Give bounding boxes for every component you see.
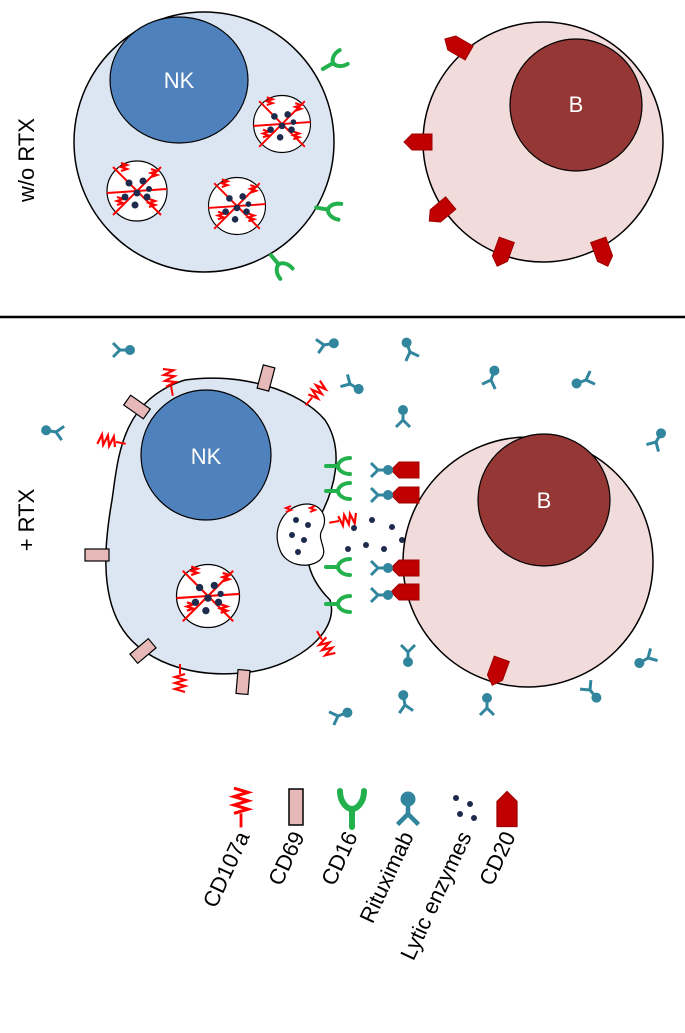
bottom-nk-label: NK xyxy=(191,444,222,469)
top-nk-nucleus xyxy=(109,16,249,144)
bottom-lytic-enzymes-released xyxy=(345,517,405,552)
bottom-b-nucleus xyxy=(477,433,611,567)
bound-rituximab xyxy=(369,486,395,504)
legend-label-rituximab: Rituximab xyxy=(355,828,419,927)
top-b-nucleus xyxy=(509,38,643,172)
free-rituximab xyxy=(630,646,660,674)
legend: CD107a CD69 CD16 Rituximab Lytic enzymes… xyxy=(198,786,521,964)
free-rituximab xyxy=(568,369,597,394)
bound-rituximab xyxy=(369,586,395,604)
top-cd20-marker xyxy=(590,236,616,270)
legend-cd107a-symbol xyxy=(232,786,250,829)
bottom-nk-cell: NK xyxy=(84,364,359,696)
bottom-cd20-marker xyxy=(390,583,420,601)
top-nk-granule xyxy=(252,94,312,154)
free-rituximab xyxy=(478,691,496,717)
legend-label-cd16: CD16 xyxy=(316,828,362,890)
top-nk-granule xyxy=(207,176,267,236)
bottom-cd69-marker xyxy=(235,668,251,696)
bottom-cd20-marker xyxy=(390,486,420,504)
bottom-bound-rituximab xyxy=(369,461,395,604)
bottom-cd16-receptor xyxy=(324,557,352,577)
legend-cd20-symbol xyxy=(496,790,518,828)
bottom-nk-nucleus xyxy=(140,389,272,521)
bottom-cd107a-marker xyxy=(300,379,329,410)
top-cd20-marker xyxy=(403,133,433,151)
bound-rituximab xyxy=(369,559,395,577)
top-b-cell: B xyxy=(403,21,664,270)
bound-rituximab xyxy=(369,461,395,479)
bottom-b-cell: B xyxy=(390,433,654,689)
legend-rituximab-symbol xyxy=(398,792,419,825)
legend-label-cd20: CD20 xyxy=(474,828,520,890)
bottom-cd69-marker xyxy=(84,548,110,562)
bottom-cd20-marker xyxy=(390,559,420,577)
free-rituximab xyxy=(396,334,421,363)
free-rituximab xyxy=(394,687,415,715)
free-rituximab xyxy=(394,403,412,429)
free-rituximab xyxy=(578,678,607,708)
free-rituximab xyxy=(111,341,137,359)
free-rituximab xyxy=(644,424,672,454)
top-cd16-receptor xyxy=(316,48,350,78)
bottom-panel-label: + RTX xyxy=(14,488,39,551)
legend-cd16-symbol xyxy=(340,791,364,827)
bottom-panel: + RTX NK xyxy=(14,334,672,727)
top-nk-label: NK xyxy=(164,68,195,93)
top-nk-cell: NK xyxy=(73,11,350,281)
bottom-cd20-marker xyxy=(390,461,420,479)
legend-lytic-symbol xyxy=(453,795,477,821)
free-rituximab xyxy=(38,421,66,442)
free-rituximab xyxy=(314,334,342,355)
top-nk-granule xyxy=(105,159,169,223)
free-rituximab xyxy=(399,643,417,669)
bottom-b-label: B xyxy=(537,488,552,513)
legend-cd69-symbol xyxy=(288,788,304,826)
free-rituximab xyxy=(327,702,356,727)
legend-label-cd69: CD69 xyxy=(263,828,309,890)
legend-label-cd107a: CD107a xyxy=(198,827,255,911)
top-b-label: B xyxy=(569,92,584,117)
bottom-nk-granule xyxy=(175,563,241,629)
free-rituximab xyxy=(338,372,368,400)
free-rituximab xyxy=(480,362,505,391)
top-panel-label: w/o RTX xyxy=(14,118,39,203)
bottom-nk-degranulating-granule xyxy=(276,503,326,566)
top-panel: w/o RTX NK B xyxy=(14,11,664,281)
